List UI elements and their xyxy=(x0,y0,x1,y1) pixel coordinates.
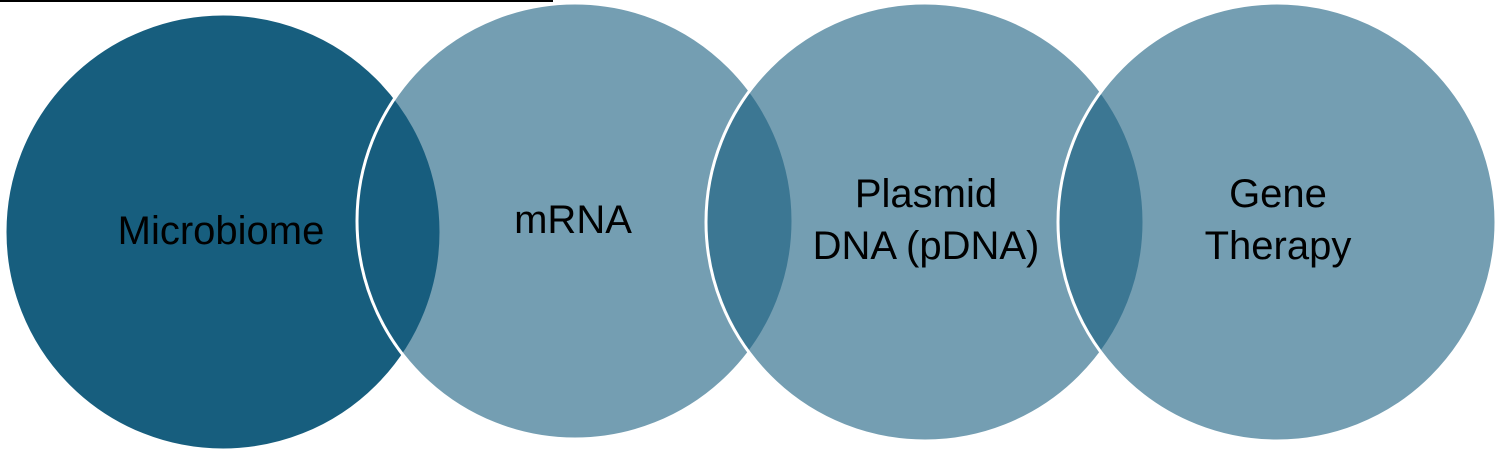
label-gene-therapy: Gene Therapy xyxy=(1205,168,1352,272)
label-plasmid-dna-line-1: Plasmid xyxy=(854,172,998,216)
circle-gene-therapy xyxy=(1056,1,1498,443)
label-microbiome-line-1: Microbiome xyxy=(117,209,325,253)
label-plasmid-dna: Plasmid DNA (pDNA) xyxy=(813,168,1040,272)
label-mrna-line-1: mRNA xyxy=(514,198,632,242)
label-plasmid-dna-line-2: DNA (pDNA) xyxy=(812,224,1040,268)
label-gene-therapy-line-1: Gene xyxy=(1229,172,1327,216)
label-gene-therapy-line-2: Therapy xyxy=(1204,224,1352,268)
label-mrna: mRNA xyxy=(514,194,632,246)
label-microbiome: Microbiome xyxy=(118,205,325,257)
top-rule-line xyxy=(0,0,553,2)
